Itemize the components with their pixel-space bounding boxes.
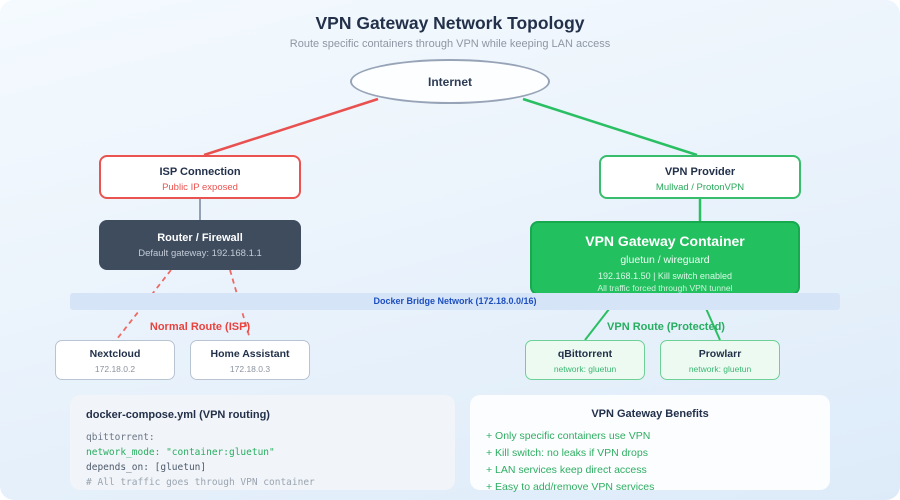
- node-gateway-detail-killswitch: 192.168.1.50 | Kill switch enabled: [598, 271, 732, 281]
- node-provider-sublabel: Mullvad / ProtonVPN: [655, 182, 745, 193]
- benefits-panel-title: VPN Gateway Benefits: [591, 408, 709, 420]
- edge-internet-vpn-provider: [522, 97, 698, 157]
- node-isp-sublabel: Public IP exposed: [162, 182, 238, 193]
- compose-code-line-service: qbittorrent:: [86, 432, 155, 443]
- benefit-item: + LAN services keep direct access: [486, 464, 647, 476]
- page-title: VPN Gateway Network Topology: [315, 13, 585, 33]
- node-isp-label: ISP Connection: [159, 166, 241, 178]
- benefit-item: + Only specific containers use VPN: [486, 430, 651, 442]
- benefit-item: + Easy to add/remove VPN services: [486, 481, 655, 493]
- node-vpn-provider: VPN Provider Mullvad / ProtonVPN: [599, 155, 801, 199]
- compose-code-line-network-mode: network_mode: "container:gluetun": [86, 447, 275, 458]
- node-provider-label: VPN Provider: [664, 166, 736, 178]
- node-prowlarr: Prowlarr network: gluetun: [660, 340, 780, 380]
- node-home-assistant: Home Assistant 172.18.0.3: [190, 340, 310, 380]
- compose-panel-title: docker-compose.yml (VPN routing): [86, 409, 270, 421]
- node-homeassistant-ip: 172.18.0.3: [229, 364, 271, 374]
- node-prowlarr-network: network: gluetun: [688, 364, 752, 374]
- edge-internet-isp: [203, 97, 379, 157]
- node-gateway-label: VPN Gateway Container: [585, 233, 745, 249]
- node-isp-connection: ISP Connection Public IP exposed: [99, 155, 301, 199]
- compose-code-line-comment: # All traffic goes through VPN container: [86, 477, 315, 488]
- route-label-normal: Normal Route (ISP): [149, 321, 251, 333]
- node-nextcloud-label: Nextcloud: [89, 348, 141, 360]
- node-qbittorrent-label: qBittorrent: [557, 348, 613, 360]
- page-subtitle: Route specific containers through VPN wh…: [289, 38, 611, 50]
- route-label-vpn: VPN Route (Protected): [607, 321, 725, 333]
- node-prowlarr-label: Prowlarr: [698, 348, 742, 360]
- node-gateway-detail-tunnel: All traffic forced through VPN tunnel: [597, 283, 733, 293]
- node-internet-label: Internet: [427, 74, 472, 89]
- node-nextcloud-ip: 172.18.0.2: [94, 364, 136, 374]
- node-gateway-sublabel: gluetun / wireguard: [620, 254, 710, 266]
- node-qbittorrent-network: network: gluetun: [553, 364, 617, 374]
- benefit-item: + Kill switch: no leaks if VPN drops: [486, 447, 648, 459]
- node-nextcloud: Nextcloud 172.18.0.2: [55, 340, 175, 380]
- node-router-firewall: Router / Firewall Default gateway: 192.1…: [99, 220, 301, 270]
- docker-bridge-network-band: Docker Bridge Network (172.18.0.0/16): [70, 293, 840, 310]
- node-vpn-gateway-container: VPN Gateway Container gluetun / wireguar…: [530, 221, 800, 295]
- compose-code-line-depends-on: depends_on: [gluetun]: [86, 462, 207, 473]
- compose-panel: docker-compose.yml (VPN routing) qbittor…: [70, 395, 455, 490]
- node-router-sublabel: Default gateway: 192.168.1.1: [138, 248, 262, 259]
- node-qbittorrent: qBittorrent network: gluetun: [525, 340, 645, 380]
- node-internet: Internet: [350, 59, 550, 104]
- node-router-label: Router / Firewall: [157, 232, 243, 244]
- node-homeassistant-label: Home Assistant: [210, 348, 290, 360]
- benefits-panel: VPN Gateway Benefits + Only specific con…: [470, 395, 830, 493]
